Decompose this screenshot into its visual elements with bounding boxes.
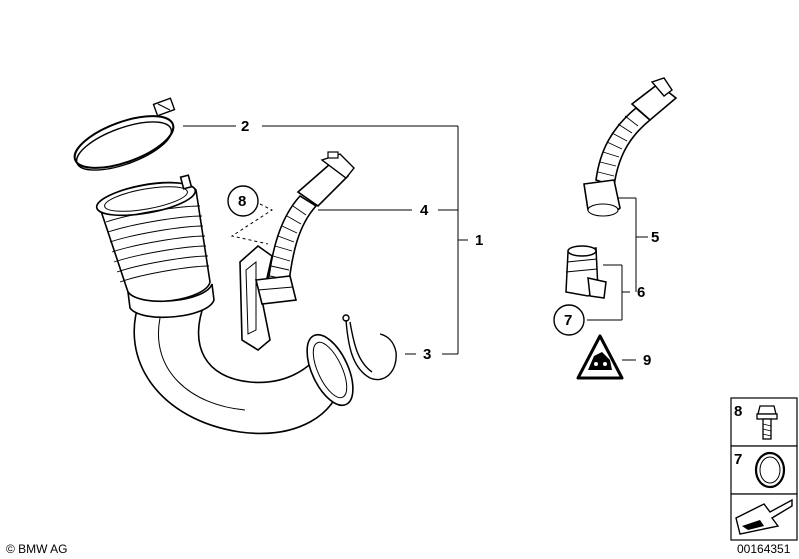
bolt-icon bbox=[756, 405, 778, 440]
leader-lines bbox=[183, 125, 648, 361]
callout-7: 7 bbox=[564, 312, 572, 329]
callout-6: 6 bbox=[637, 284, 645, 301]
callout-circle-7 bbox=[553, 304, 585, 336]
callout-2: 2 bbox=[241, 118, 249, 135]
legend-panel bbox=[730, 397, 798, 541]
callout-3: 3 bbox=[423, 346, 431, 363]
callout-5: 5 bbox=[651, 229, 659, 246]
copyright-text: © BMW AG bbox=[6, 542, 68, 556]
legend-7-label: 7 bbox=[734, 451, 742, 468]
seal-ring-icon bbox=[754, 451, 786, 489]
arrow-icon bbox=[735, 498, 793, 535]
elbow-fitting bbox=[565, 245, 607, 299]
intake-boot bbox=[95, 174, 354, 435]
callout-1: 1 bbox=[475, 232, 483, 249]
callout-4: 4 bbox=[420, 202, 429, 219]
callout-8: 8 bbox=[238, 193, 246, 210]
corrugated-hose-left bbox=[255, 151, 355, 305]
corrugated-hose-right bbox=[583, 77, 678, 217]
warning-triangle-icon bbox=[576, 334, 624, 380]
legend-8-label: 8 bbox=[734, 403, 742, 420]
diagram-id: 00164351 bbox=[737, 542, 791, 556]
wire-clip bbox=[342, 314, 397, 381]
callout-9: 9 bbox=[643, 352, 651, 369]
hose-clamp bbox=[73, 97, 176, 171]
callout-circle-8 bbox=[227, 185, 259, 217]
